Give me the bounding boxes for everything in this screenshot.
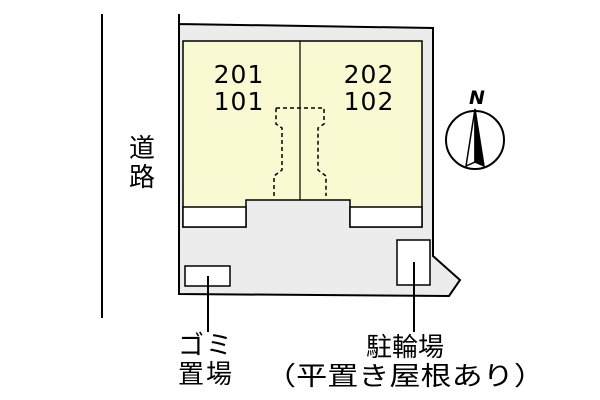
porch-right — [349, 206, 423, 228]
road-label-char-2: 路 — [129, 163, 155, 193]
garbage-label-line2: 置場 — [178, 360, 234, 390]
parking-label-line2: （平置き屋根あり） — [265, 362, 545, 392]
unit-number-202: 202 — [344, 60, 395, 89]
unit-number-201: 201 — [214, 60, 265, 89]
unit-number-101: 101 — [214, 87, 265, 116]
unit-number-102: 102 — [344, 87, 395, 116]
north-label: N — [469, 87, 485, 109]
porch-left — [182, 206, 247, 228]
north-arrow-icon — [445, 108, 505, 170]
road-label-char-1: 道 — [129, 134, 155, 164]
garbage-label-line1: ゴミ — [178, 331, 234, 361]
parking-label-line1: 駐輪場 — [366, 333, 444, 363]
stair-outline — [273, 107, 327, 196]
